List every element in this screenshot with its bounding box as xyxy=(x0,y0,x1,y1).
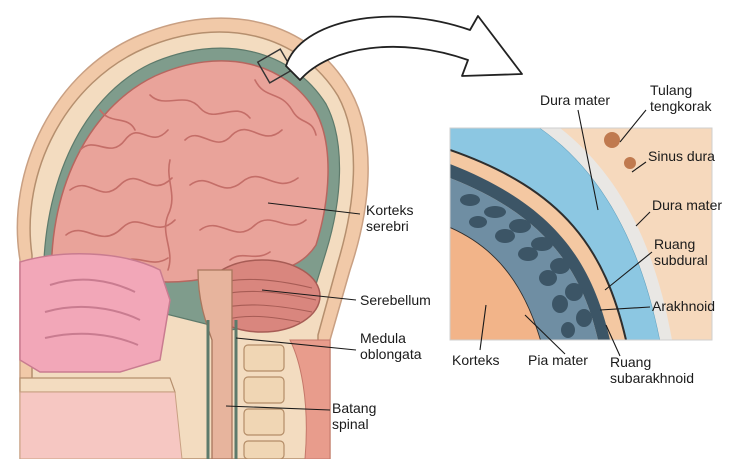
label-subarakhnoid-line2: subarakhnoid xyxy=(610,370,694,386)
lower-face xyxy=(20,392,182,459)
label-korteks-serebri: Korteks serebri xyxy=(366,202,413,234)
head-section xyxy=(17,18,368,459)
label-tulang-line2: tengkorak xyxy=(650,98,711,114)
nasal-cavity xyxy=(20,254,170,372)
vertebrae xyxy=(244,345,284,459)
label-batang-spinal: Batang spinal xyxy=(332,400,376,432)
label-korteks: Korteks xyxy=(452,352,499,368)
label-subarakhnoid-line1: Ruang xyxy=(610,354,694,370)
label-ruang-subdural: Ruang subdural xyxy=(654,236,708,268)
label-subdural-line1: Ruang xyxy=(654,236,708,252)
label-arakhnoid: Arakhnoid xyxy=(652,298,715,314)
label-dura-mater: Dura mater xyxy=(652,197,722,213)
label-dura-mater-top: Dura mater xyxy=(540,92,610,108)
label-medula-line1: Medula xyxy=(360,330,422,346)
label-batang-line1: Batang xyxy=(332,400,376,416)
label-serebellum: Serebellum xyxy=(360,292,431,308)
label-tulang-tengkorak: Tulang tengkorak xyxy=(650,82,711,114)
label-pia-mater: Pia mater xyxy=(528,352,588,368)
label-subdural-line2: subdural xyxy=(654,252,708,268)
label-sinus-dura: Sinus dura xyxy=(648,148,715,164)
label-medula-line2: oblongata xyxy=(360,346,422,362)
palate xyxy=(20,378,175,392)
label-korteks-serebri-line1: Korteks xyxy=(366,202,413,218)
label-tulang-line1: Tulang xyxy=(650,82,711,98)
label-korteks-serebri-line2: serebri xyxy=(366,218,413,234)
label-batang-line2: spinal xyxy=(332,416,376,432)
label-ruang-subarakhnoid: Ruang subarakhnoid xyxy=(610,354,694,386)
label-medula-oblongata: Medula oblongata xyxy=(360,330,422,362)
